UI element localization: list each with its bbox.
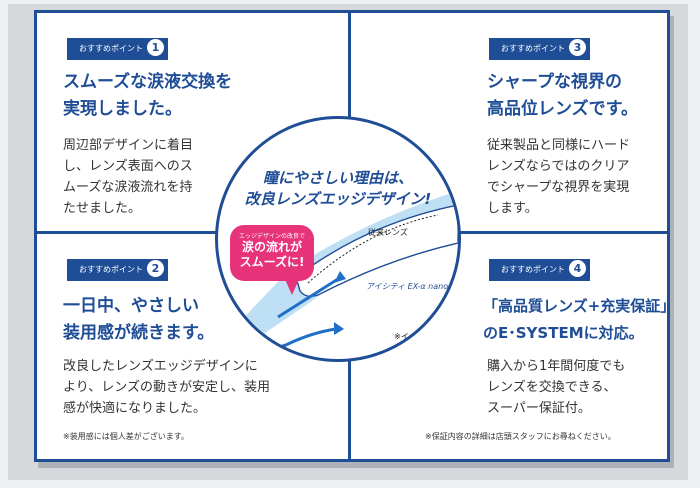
point-3-heading: シャープな視界の 高品位レンズです。	[487, 72, 638, 119]
point-2-body: 改良したレンズエッジデザインに より、レンズの動きが安定し、装用 感が快適になり…	[63, 359, 270, 416]
lower-flow-arrow	[277, 327, 337, 351]
tear-flow-arrow-head	[334, 271, 346, 283]
point-4-number: 4	[569, 260, 586, 277]
lens-diagram	[218, 191, 458, 359]
point-4-heading: 「高品質レンズ+充実保証」 のE･SYSTEMに対応。	[483, 297, 670, 342]
tear-flow-arrow	[277, 277, 339, 319]
point-2-note: ※装用感には個人差がございます。	[63, 432, 189, 441]
point-3-number: 3	[569, 39, 586, 56]
point-1-heading: スムーズな涙液交換を 実現しました。	[63, 72, 233, 119]
feature-card: おすすめポイント 1 スムーズな涙液交換を 実現しました。 周辺部デザインに着目 …	[34, 10, 670, 462]
new-lens-label: アイシティ EX-α nano	[366, 282, 449, 291]
center-title: 瞳にやさしい理由は、 改良レンズエッジデザイン!	[244, 169, 432, 208]
point-1-body: 周辺部デザインに着目 し、レンズ表面へのス ムーズな涙液流れを持 たせました。	[63, 138, 194, 216]
point-1-number: 1	[147, 39, 164, 56]
tear-flow-bubble: エッジデザインの改良で 涙の流れが スムーズに!	[230, 225, 314, 281]
point-2-number: 2	[147, 260, 164, 277]
lower-flow-arrow-head	[334, 322, 344, 335]
old-lens-label: 従来レンズ	[368, 228, 408, 237]
point-1-badge-label: おすすめポイント	[79, 44, 143, 53]
center-circle: 瞳にやさしい理由は、 改良レンズエッジデザイン! エッジデザインの改良で 涙の流…	[215, 116, 461, 362]
image-note-label: ※イメージ	[394, 332, 433, 341]
bubble-tail	[284, 277, 300, 295]
point-4-body: 購入から1年間何度でも レンズを交換できる、 スーパー保証付。	[487, 359, 626, 416]
tear-label: 涙	[278, 344, 286, 353]
point-4-note: ※保証内容の詳細は店頭スタッフにお尋ねください。	[425, 432, 616, 441]
point-3-body: 従来製品と同様にハード レンズならではのクリア でシャープな視界を実現 します。	[487, 138, 631, 216]
old-lens-outline	[307, 214, 439, 284]
point-2-heading: 一日中、やさしい 装用感が続きます。	[63, 296, 215, 343]
point-1-badge: おすすめポイント 1	[67, 38, 168, 60]
